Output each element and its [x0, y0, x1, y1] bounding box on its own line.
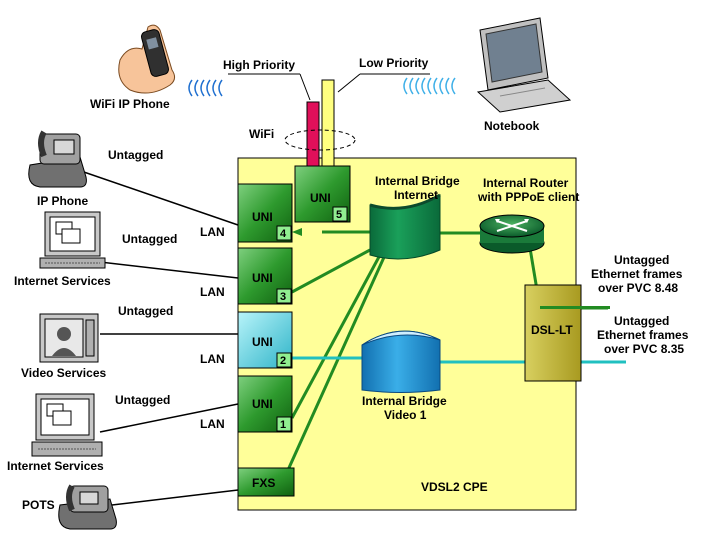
notebook-icon [476, 17, 572, 113]
uni-3-label: UNI [252, 271, 273, 285]
high-priority-antenna [306, 101, 320, 167]
port-4-number: 4 [280, 228, 287, 240]
pvc-848-label-3: over PVC 8.48 [598, 281, 678, 295]
internet-services-2-label: Internet Services [7, 459, 104, 473]
ip-phone-icon [28, 130, 87, 188]
uni-4-label: UNI [252, 210, 273, 224]
lan-3-label: LAN [200, 285, 225, 299]
untagged-internet-1-label: Untagged [122, 232, 177, 246]
bridge-internet-label-1: Internal Bridge [375, 174, 460, 188]
pvc-848-label-2: Ethernet frames [591, 267, 683, 281]
port-3-number: 3 [280, 291, 286, 303]
uni-port-2: UNI 2 [237, 311, 293, 369]
uni-port-4: UNI 4 [237, 183, 293, 243]
pvc-848-label-1: Untagged [614, 253, 669, 267]
bridge-internet-shape [369, 193, 441, 260]
router-icon [479, 214, 545, 254]
port-1-number: 1 [280, 419, 286, 431]
pots-label: POTS [22, 498, 55, 512]
uni-2-label: UNI [252, 335, 273, 349]
notebook-label: Notebook [484, 119, 540, 133]
pvc-835-label-3: over PVC 8.35 [604, 342, 684, 356]
high-priority-label: High Priority [223, 58, 295, 72]
lan-2-label: LAN [200, 352, 225, 366]
bridge-video-shape [361, 330, 441, 393]
wifi-coverage-ellipse [284, 129, 356, 151]
bridge-video-label-2: Video 1 [384, 408, 427, 422]
bridge-internet-label-2: Internet [394, 188, 438, 202]
cpe-title: VDSL2 CPE [421, 480, 488, 494]
video-services-icon [39, 313, 99, 363]
bridge-video-label-1: Internal Bridge [362, 394, 447, 408]
dsl-lt-block: DSL-LT [524, 284, 582, 382]
uni-5-label: UNI [310, 191, 331, 205]
ip-phone-label: IP Phone [37, 194, 88, 208]
wifi-waves-phone [188, 79, 223, 97]
port-2-number: 2 [280, 355, 286, 367]
internet-services-1-label: Internet Services [14, 274, 111, 288]
port-5-number: 5 [336, 209, 342, 221]
lan-1-label: LAN [200, 417, 225, 431]
untagged-ip-phone-label: Untagged [108, 148, 163, 162]
router-label-1: Internal Router [483, 176, 569, 190]
wifi-waves-notebook [403, 77, 456, 95]
fxs-port: FXS [237, 467, 295, 497]
untagged-internet-2-label: Untagged [115, 393, 170, 407]
lan-4-label: LAN [200, 225, 225, 239]
high-priority-pointer-tail [299, 73, 311, 101]
uni-port-1: UNI 1 [237, 375, 293, 433]
router-label-2: with PPPoE client [477, 190, 579, 204]
wifi-ip-phone-icon [118, 24, 176, 94]
uni-port-5: UNI 5 [294, 165, 351, 223]
video-services-label: Video Services [21, 366, 106, 380]
low-priority-label: Low Priority [359, 56, 429, 70]
device-links [77, 169, 239, 506]
arrow-to-uni4 [292, 228, 302, 236]
internet-computer-2-icon [31, 393, 103, 457]
uni-port-3: UNI 3 [237, 247, 293, 305]
wifi-ip-phone-label: WiFi IP Phone [90, 97, 170, 111]
internet-computer-1-icon [39, 211, 106, 269]
untagged-video-label: Untagged [118, 304, 173, 318]
dsl-lt-label: DSL-LT [531, 323, 573, 337]
pvc-835-label-2: Ethernet frames [597, 328, 689, 342]
uni-1-label: UNI [252, 397, 273, 411]
pots-phone-icon [58, 484, 117, 530]
low-priority-antenna [321, 79, 335, 167]
pvc-835-label-1: Untagged [614, 314, 669, 328]
wifi-label: WiFi [249, 127, 274, 141]
fxs-label: FXS [252, 476, 275, 490]
pvc-848-line [540, 306, 610, 309]
low-priority-pointer [337, 73, 361, 93]
